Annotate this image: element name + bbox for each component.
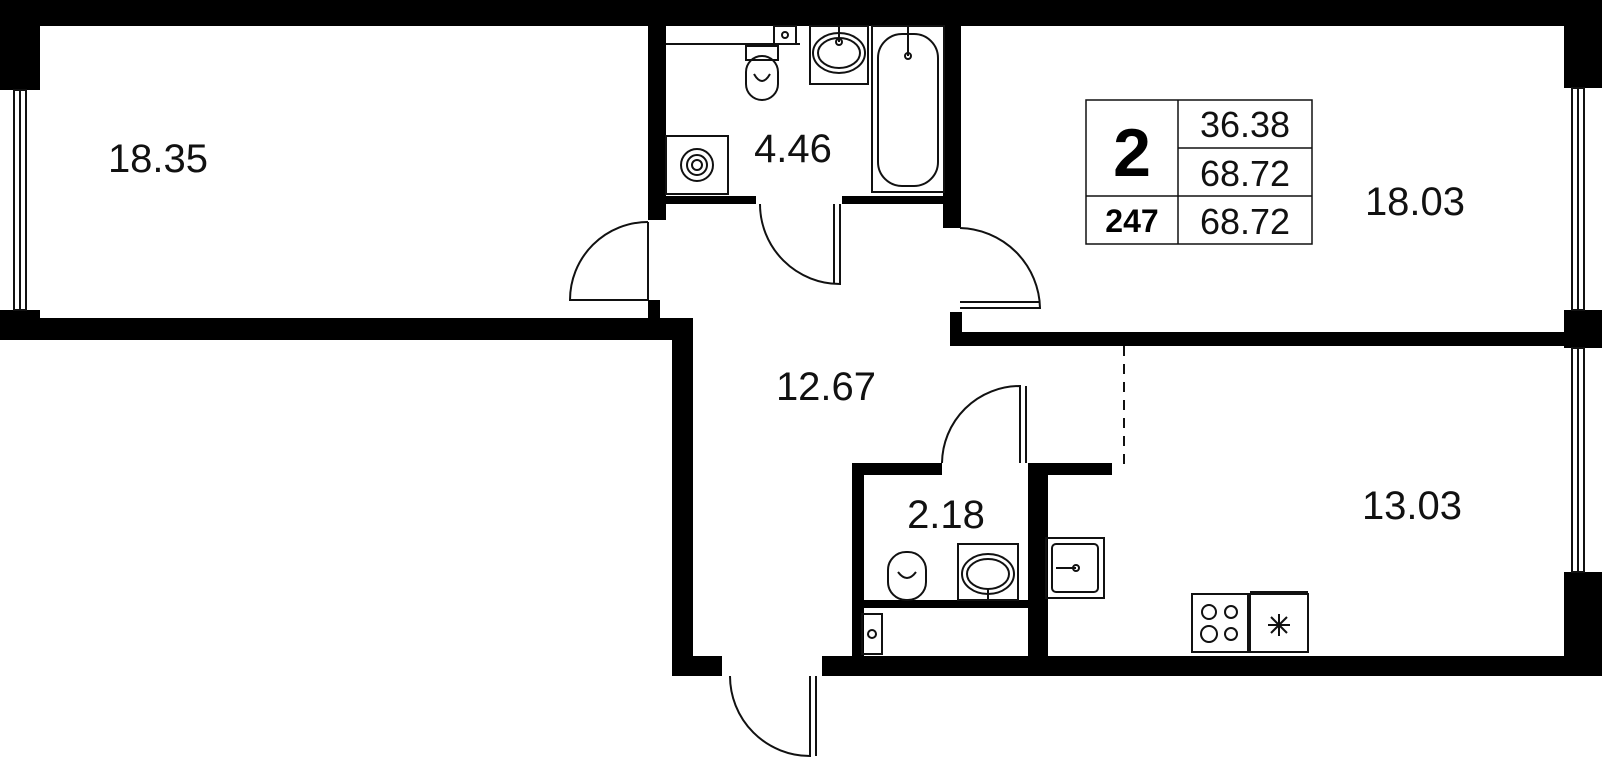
washing-machine-icon bbox=[665, 135, 729, 195]
stove-icon bbox=[1191, 593, 1249, 653]
counter-icon bbox=[1249, 591, 1309, 653]
total-area-secondary: 68.72 bbox=[1200, 201, 1290, 242]
room-area-label: 12.67 bbox=[776, 365, 876, 409]
toilet-icon bbox=[745, 45, 779, 101]
rooms-count: 2 bbox=[1113, 115, 1151, 191]
apartment-number: 247 bbox=[1105, 203, 1158, 239]
shelf-icon bbox=[666, 25, 800, 45]
living-area: 36.38 bbox=[1200, 104, 1290, 145]
door-swing-icon bbox=[941, 384, 1027, 464]
room-area-label: 4.46 bbox=[754, 127, 832, 171]
room-area-label: 18.35 bbox=[108, 137, 208, 181]
room-area-label: 18.03 bbox=[1365, 180, 1465, 224]
door-swing-icon bbox=[959, 227, 1042, 309]
window-icon bbox=[13, 89, 27, 311]
total-area: 68.72 bbox=[1200, 153, 1290, 194]
apartment-info-box: 2 247 36.38 68.72 68.72 bbox=[1085, 99, 1313, 245]
sink-icon bbox=[957, 543, 1019, 601]
bathtub-icon bbox=[871, 25, 945, 193]
window-icon bbox=[1571, 347, 1585, 573]
door-swing-icon bbox=[568, 221, 649, 301]
door-swing-icon bbox=[759, 203, 841, 286]
toilet-icon bbox=[887, 551, 927, 601]
sink-icon bbox=[809, 25, 869, 85]
walls bbox=[0, 0, 1602, 676]
meter-icon bbox=[861, 613, 883, 655]
door-swing-icon bbox=[729, 675, 817, 758]
room-area-label: 13.03 bbox=[1362, 484, 1462, 528]
window-icon bbox=[1571, 87, 1585, 311]
kitchen-sink-icon bbox=[1045, 537, 1105, 599]
room-area-label: 2.18 bbox=[907, 493, 985, 537]
